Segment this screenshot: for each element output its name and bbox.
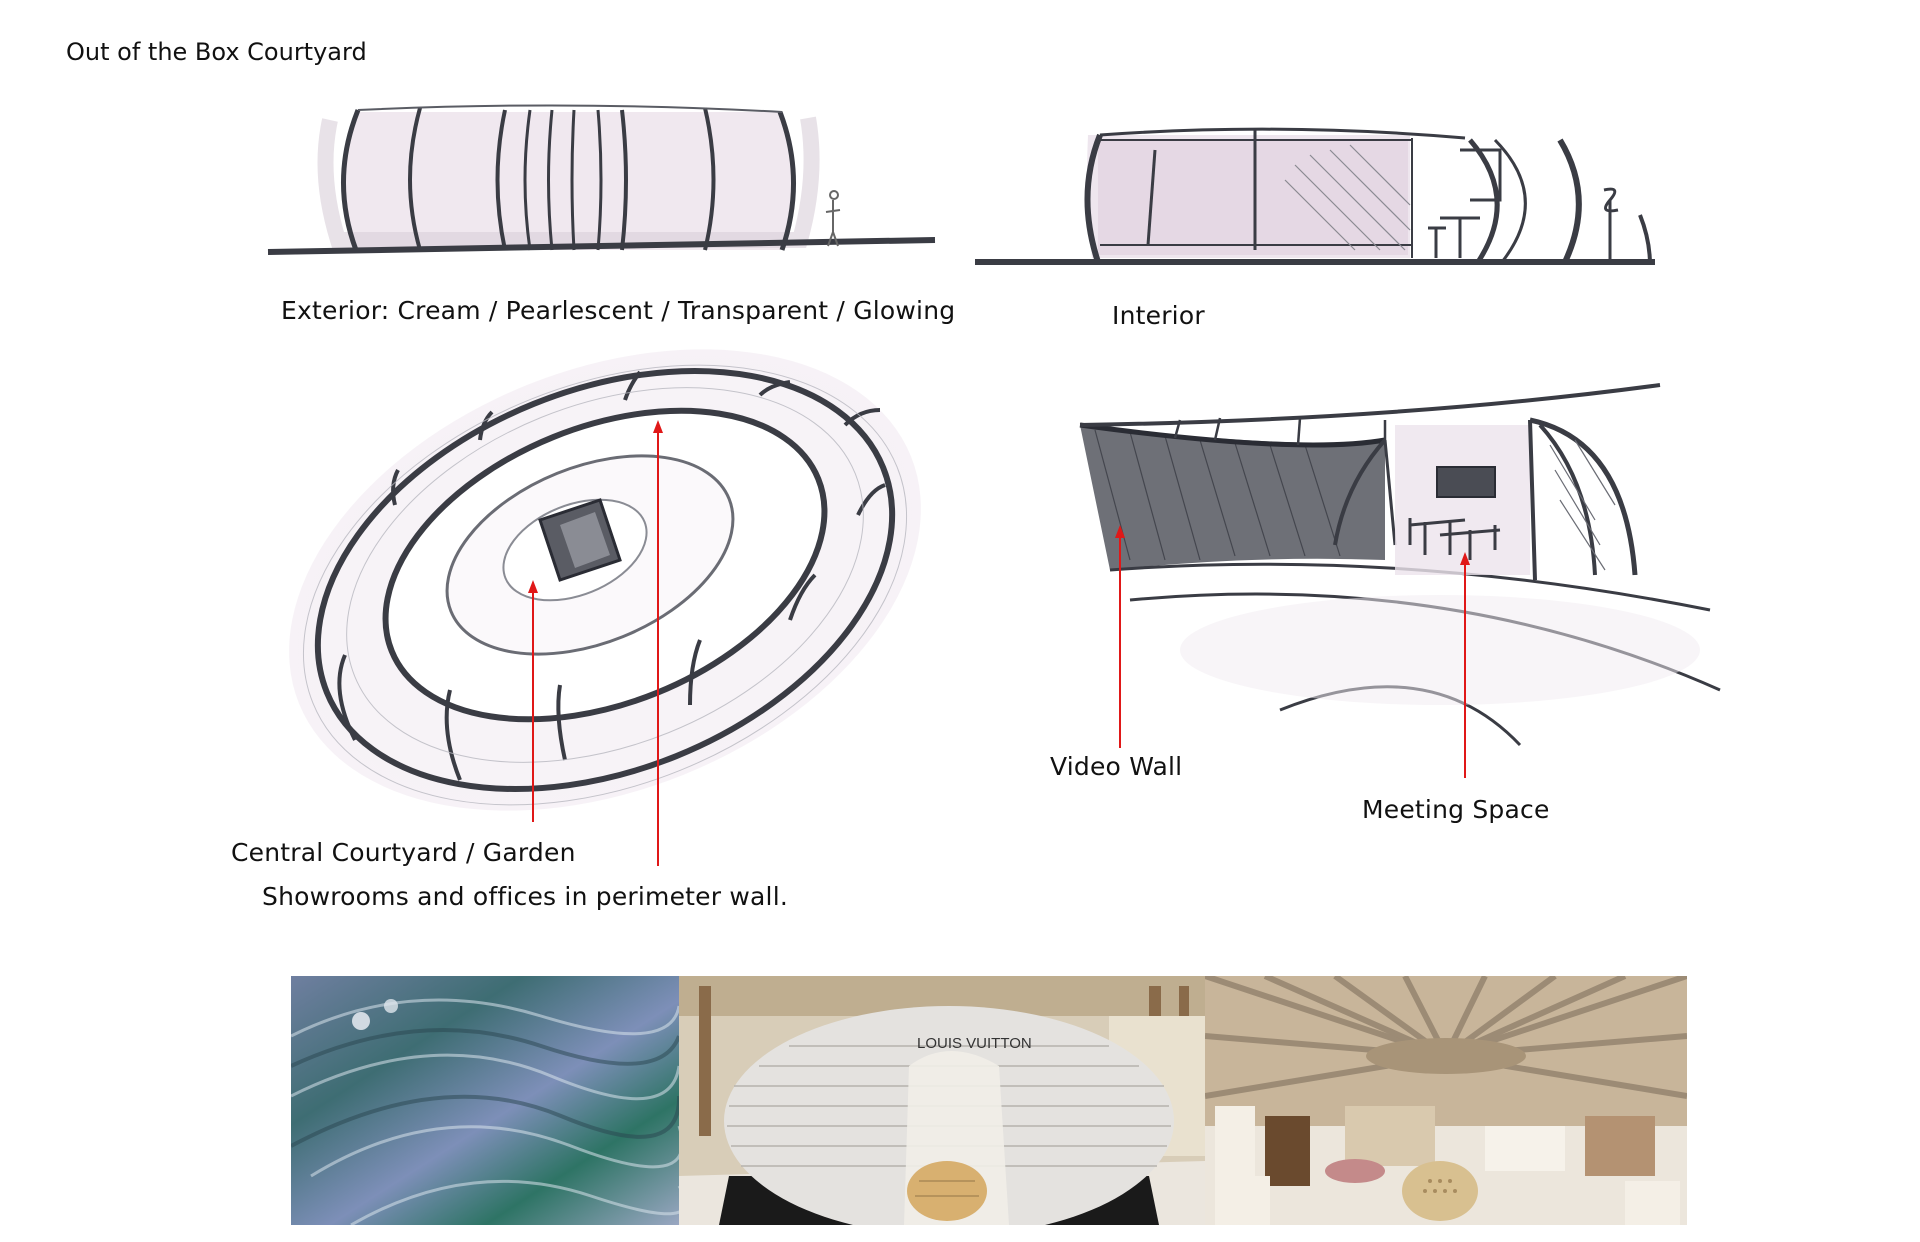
photo-pearlescent-shell [291,976,679,1225]
annotation-lines [532,425,1466,866]
label-interior: Interior [1112,301,1205,330]
photo-pavilion-exterior: LOUIS VUITTON [679,976,1205,1225]
page-title: Out of the Box Courtyard [66,38,367,66]
interior-perspective-sketch [1079,383,1721,747]
courtyard-plan-sketch [289,349,921,811]
label-video-wall: Video Wall [1050,752,1183,781]
pavilion-sign-text: LOUIS VUITTON [917,1035,1032,1052]
label-central-courtyard: Central Courtyard / Garden [231,838,576,867]
interior-section-sketch [975,127,1655,266]
label-meeting-space: Meeting Space [1362,795,1550,824]
annotation-arrowheads [528,420,1470,593]
label-exterior: Exterior: Cream / Pearlescent / Transpar… [281,296,956,325]
photo-pavilion-interior [1205,976,1687,1225]
exterior-elevation-sketch [267,104,936,255]
label-showrooms: Showrooms and offices in perimeter wall. [262,882,788,911]
